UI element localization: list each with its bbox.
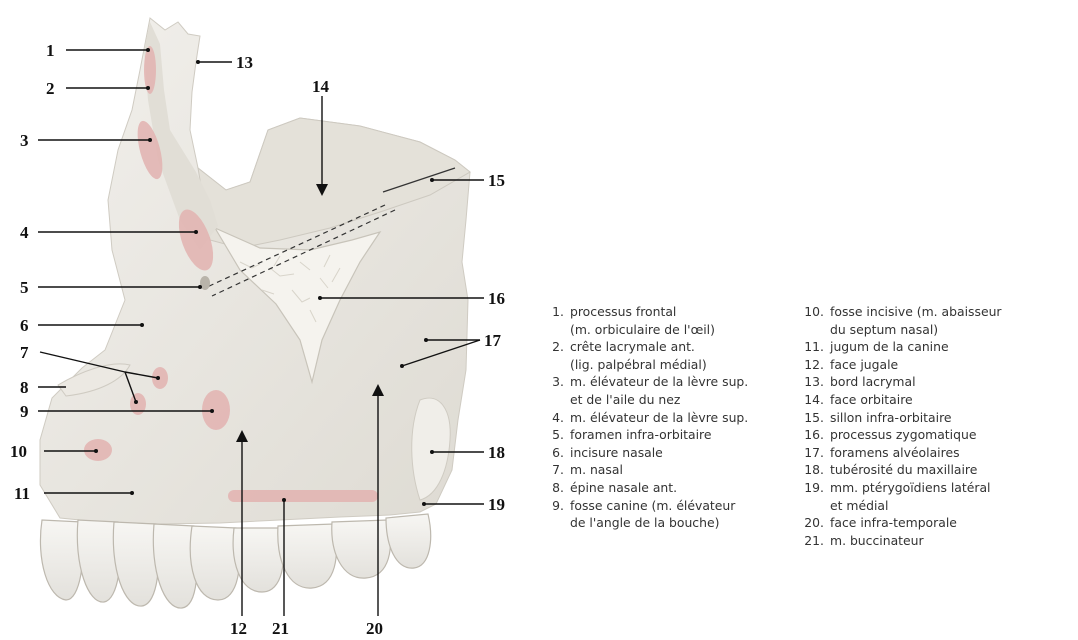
legend-number: 4. xyxy=(540,409,570,427)
callout-7: 7 xyxy=(20,343,29,362)
teeth xyxy=(40,514,430,608)
callout-8: 8 xyxy=(20,378,29,397)
legend-item: 6.incisure nasale xyxy=(540,444,748,462)
legend-text: (m. orbiculaire de l'œil) xyxy=(570,321,715,339)
legend-item: 0.(m. orbiculaire de l'œil) xyxy=(540,321,748,339)
legend-text: (lig. palpébral médial) xyxy=(570,356,707,374)
callout-15: 15 xyxy=(488,171,505,190)
legend-number: 9. xyxy=(540,497,570,515)
callout-10: 10 xyxy=(10,442,27,461)
legend-text: épine nasale ant. xyxy=(570,479,677,497)
legend-text: foramens alvéolaires xyxy=(830,444,960,462)
legend-item: 20.face infra-temporale xyxy=(800,514,1002,532)
callout-13: 13 xyxy=(236,53,253,72)
legend-item: 0.de l'angle de la bouche) xyxy=(540,514,748,532)
legend-text: tubérosité du maxillaire xyxy=(830,461,977,479)
legend-number: 12. xyxy=(800,356,830,374)
legend-text: crête lacrymale ant. xyxy=(570,338,695,356)
legend-text: bord lacrymal xyxy=(830,373,916,391)
legend-number: 13. xyxy=(800,373,830,391)
legend-text: m. buccinateur xyxy=(830,532,924,550)
legend-number: 6. xyxy=(540,444,570,462)
legend-item: 0.et médial xyxy=(800,497,1002,515)
legend-number: 10. xyxy=(800,303,830,321)
legend-item: 8.épine nasale ant. xyxy=(540,479,748,497)
legend-text: sillon infra-orbitaire xyxy=(830,409,952,427)
legend-text: face jugale xyxy=(830,356,898,374)
legend-number: 7. xyxy=(540,461,570,479)
callout-17: 17 xyxy=(484,331,502,350)
legend-left: 1.processus frontal0.(m. orbiculaire de … xyxy=(540,303,748,532)
legend-text: face infra-temporale xyxy=(830,514,957,532)
legend-item: 16.processus zygomatique xyxy=(800,426,1002,444)
callout-18: 18 xyxy=(488,443,505,462)
legend-item: 12.face jugale xyxy=(800,356,1002,374)
legend-item: 2.crête lacrymale ant. xyxy=(540,338,748,356)
legend-number: 16. xyxy=(800,426,830,444)
legend-item: 7.m. nasal xyxy=(540,461,748,479)
legend-text: de l'angle de la bouche) xyxy=(570,514,719,532)
callout-12: 12 xyxy=(230,619,247,638)
legend-item: 0.du septum nasal) xyxy=(800,321,1002,339)
callout-19: 19 xyxy=(488,495,505,514)
legend-item: 0.et de l'aile du nez xyxy=(540,391,748,409)
legend-text: incisure nasale xyxy=(570,444,663,462)
legend-number: 15. xyxy=(800,409,830,427)
legend-number: 18. xyxy=(800,461,830,479)
callout-4: 4 xyxy=(20,223,29,242)
legend-number: 17. xyxy=(800,444,830,462)
legend-item: 17.foramens alvéolaires xyxy=(800,444,1002,462)
legend-text: du septum nasal) xyxy=(830,321,938,339)
callout-3: 3 xyxy=(20,131,29,150)
legend-text: processus zygomatique xyxy=(830,426,976,444)
legend-number: 2. xyxy=(540,338,570,356)
legend-text: m. élévateur de la lèvre sup. xyxy=(570,373,748,391)
legend-item: 3.m. élévateur de la lèvre sup. xyxy=(540,373,748,391)
legend-text: et de l'aile du nez xyxy=(570,391,680,409)
legend-text: jugum de la canine xyxy=(830,338,949,356)
legend-item: 21.m. buccinateur xyxy=(800,532,1002,550)
callout-20: 20 xyxy=(366,619,383,638)
callout-16: 16 xyxy=(488,289,505,308)
legend-number: 11. xyxy=(800,338,830,356)
callout-6: 6 xyxy=(20,316,29,335)
legend-item: 10.fosse incisive (m. abaisseur xyxy=(800,303,1002,321)
callout-1: 1 xyxy=(46,41,55,60)
legend-text: m. nasal xyxy=(570,461,623,479)
legend-item: 9.fosse canine (m. élévateur xyxy=(540,497,748,515)
legend-number: 21. xyxy=(800,532,830,550)
callout-11: 11 xyxy=(14,484,30,503)
legend-number: 20. xyxy=(800,514,830,532)
legend-number: 3. xyxy=(540,373,570,391)
legend-item: 11.jugum de la canine xyxy=(800,338,1002,356)
legend-item: 19.mm. ptérygoïdiens latéral xyxy=(800,479,1002,497)
legend-text: fosse canine (m. élévateur xyxy=(570,497,735,515)
legend-item: 14.face orbitaire xyxy=(800,391,1002,409)
legend-item: 13.bord lacrymal xyxy=(800,373,1002,391)
legend-text: processus frontal xyxy=(570,303,676,321)
legend-item: 18.tubérosité du maxillaire xyxy=(800,461,1002,479)
legend-text: m. élévateur de la lèvre sup. xyxy=(570,409,748,427)
legend-item: 1.processus frontal xyxy=(540,303,748,321)
legend-text: foramen infra-orbitaire xyxy=(570,426,711,444)
legend-text: fosse incisive (m. abaisseur xyxy=(830,303,1002,321)
legend-right: 10.fosse incisive (m. abaisseur0.du sept… xyxy=(800,303,1002,549)
legend-text: face orbitaire xyxy=(830,391,913,409)
legend-item: 4.m. élévateur de la lèvre sup. xyxy=(540,409,748,427)
callout-14: 14 xyxy=(312,77,330,96)
callout-2: 2 xyxy=(46,79,55,98)
legend-item: 15.sillon infra-orbitaire xyxy=(800,409,1002,427)
legend-text: et médial xyxy=(830,497,888,515)
legend-number: 8. xyxy=(540,479,570,497)
legend-item: 5.foramen infra-orbitaire xyxy=(540,426,748,444)
legend-item: 0.(lig. palpébral médial) xyxy=(540,356,748,374)
legend-number: 14. xyxy=(800,391,830,409)
callout-9: 9 xyxy=(20,402,29,421)
legend-number: 19. xyxy=(800,479,830,497)
legend-number: 1. xyxy=(540,303,570,321)
callout-21: 21 xyxy=(272,619,289,638)
callout-5: 5 xyxy=(20,278,29,297)
legend-number: 5. xyxy=(540,426,570,444)
legend-text: mm. ptérygoïdiens latéral xyxy=(830,479,991,497)
